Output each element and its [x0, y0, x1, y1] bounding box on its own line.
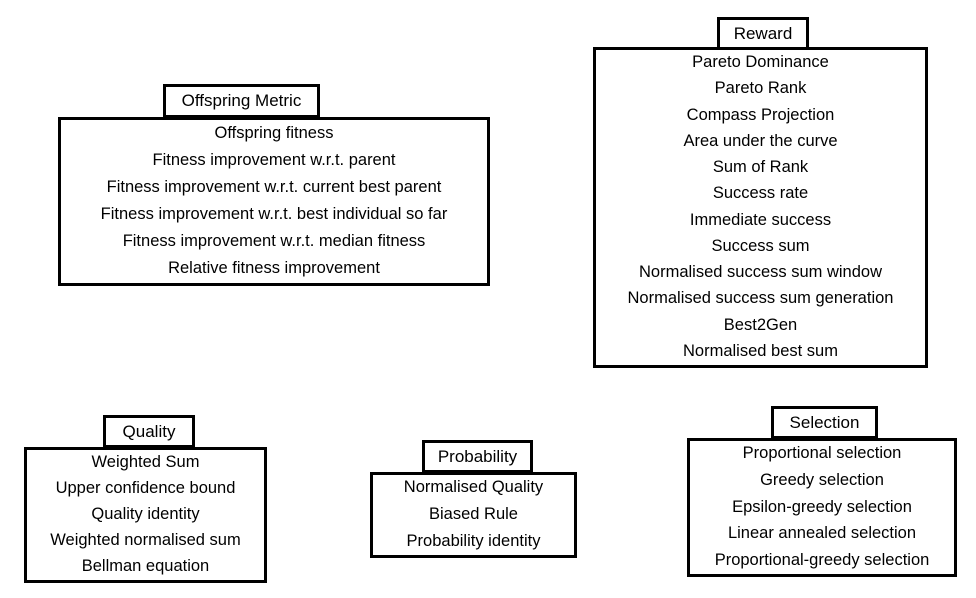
selection-box: Proportional selection Greedy selection … [687, 438, 957, 577]
list-item: Linear annealed selection [727, 524, 917, 543]
offspring-metric-title: Offspring Metric [163, 84, 320, 118]
list-item: Fitness improvement w.r.t. parent [152, 150, 396, 169]
quality-box: Weighted Sum Upper confidence bound Qual… [24, 447, 267, 583]
list-item: Proportional selection [742, 444, 902, 463]
list-item: Normalised best sum [683, 341, 838, 360]
list-item: Bellman equation [81, 557, 210, 576]
list-item: Weighted normalised sum [50, 531, 241, 550]
list-item: Normalised success sum generation [627, 289, 894, 308]
list-item: Fitness improvement w.r.t. best individu… [100, 205, 448, 224]
list-item: Probability identity [406, 531, 541, 550]
list-item: Area under the curve [683, 131, 838, 150]
list-item: Best2Gen [723, 315, 798, 334]
list-item: Fitness improvement w.r.t. current best … [106, 177, 442, 196]
list-item: Pareto Rank [714, 79, 807, 98]
list-item: Biased Rule [429, 505, 518, 524]
list-item: Fitness improvement w.r.t. median fitnes… [122, 232, 426, 251]
reward-box: Pareto Dominance Pareto Rank Compass Pro… [593, 47, 928, 368]
list-item: Normalised success sum window [639, 263, 882, 282]
list-item: Pareto Dominance [692, 53, 829, 72]
list-item: Upper confidence bound [55, 479, 236, 498]
list-item: Success rate [712, 184, 809, 203]
list-item: Offspring fitness [214, 123, 334, 142]
probability-box: Normalised Quality Biased Rule Probabili… [370, 472, 577, 558]
probability-title: Probability [422, 440, 533, 473]
list-item: Quality identity [91, 505, 200, 524]
list-item: Relative fitness improvement [168, 259, 380, 278]
offspring-metric-box: Offspring fitness Fitness improvement w.… [58, 117, 490, 286]
list-item: Proportional-greedy selection [714, 550, 930, 569]
list-item: Compass Projection [686, 105, 835, 124]
list-item: Weighted Sum [91, 453, 200, 472]
reward-title: Reward [717, 17, 809, 50]
list-item: Sum of Rank [712, 158, 809, 177]
quality-title: Quality [103, 415, 195, 448]
selection-title: Selection [771, 406, 878, 439]
list-item: Greedy selection [760, 470, 884, 489]
list-item: Normalised Quality [403, 478, 544, 497]
list-item: Success sum [711, 236, 810, 255]
list-item: Immediate success [689, 210, 832, 229]
list-item: Epsilon-greedy selection [732, 497, 912, 516]
